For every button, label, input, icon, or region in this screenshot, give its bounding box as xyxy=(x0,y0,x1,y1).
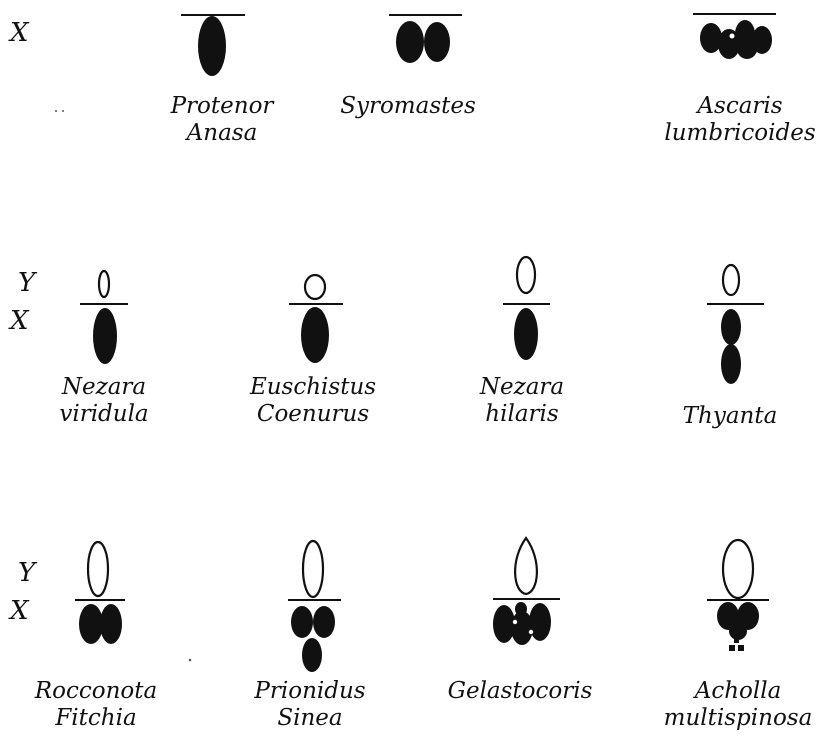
granule xyxy=(734,638,739,643)
figure-euschistus xyxy=(289,275,343,363)
caption-thyanta: Thyanta xyxy=(683,403,778,430)
y-chromosome xyxy=(723,540,753,598)
y-chromosome xyxy=(303,541,323,597)
caption-line: Nezara xyxy=(480,374,564,401)
x-chromosome xyxy=(752,26,772,54)
figure-gelastocoris xyxy=(493,538,560,645)
figure-protenor xyxy=(181,15,245,76)
figure-syromastes xyxy=(389,15,462,63)
caption-line: Syromastes xyxy=(340,93,476,120)
caption-nezara-viridula: Nezara viridula xyxy=(59,374,148,428)
y-chromosome xyxy=(517,257,535,293)
gap xyxy=(513,620,517,624)
x-chromosome xyxy=(79,604,103,644)
y-chromosome xyxy=(515,538,537,594)
caption-line: Fitchia xyxy=(35,705,157,732)
caption-line: Gelastocoris xyxy=(448,678,593,705)
caption-line: Acholla xyxy=(664,678,813,705)
caption-line: Sinea xyxy=(254,705,365,732)
caption-line: Prionidus xyxy=(254,678,365,705)
x-chromosome xyxy=(396,21,424,63)
figure-acholla xyxy=(707,540,769,651)
figure-thyanta xyxy=(707,265,764,384)
caption-syromastes: Syromastes xyxy=(340,93,476,120)
x-chromosome xyxy=(515,602,527,616)
speck xyxy=(189,659,192,662)
caption-line: Ascaris xyxy=(664,93,815,120)
x-chromosome xyxy=(313,606,335,638)
y-chromosome xyxy=(99,271,109,297)
caption-line: Euschistus xyxy=(250,374,376,401)
x-chromosome xyxy=(729,622,747,640)
caption-acholla: Acholla multispinosa xyxy=(664,678,813,732)
caption-line: lumbricoides xyxy=(664,120,815,147)
x-chromosome xyxy=(291,606,313,638)
granule xyxy=(738,645,744,651)
granule xyxy=(729,645,735,651)
x-chromosome xyxy=(302,638,322,672)
caption-line: Nezara xyxy=(59,374,148,401)
caption-prionidus: Prionidus Sinea xyxy=(254,678,365,732)
y-chromosome xyxy=(305,275,325,299)
x-chromosome xyxy=(424,22,450,62)
caption-protenor: Protenor Anasa xyxy=(171,93,274,147)
x-chromosome xyxy=(93,308,117,364)
caption-euschistus: Euschistus Coenurus xyxy=(250,374,376,428)
gap xyxy=(730,34,735,39)
figure-nezara-hilaris xyxy=(503,257,550,360)
caption-gelastocoris: Gelastocoris xyxy=(448,678,593,705)
speck xyxy=(55,110,57,112)
caption-line: Rocconota xyxy=(35,678,157,705)
y-chromosome xyxy=(88,542,108,596)
x-chromosome xyxy=(198,16,226,76)
caption-line: Coenurus xyxy=(250,401,376,428)
caption-line: Protenor xyxy=(171,93,274,120)
caption-rocconota: Rocconota Fitchia xyxy=(35,678,157,732)
caption-nezara-hilaris: Nezara hilaris xyxy=(480,374,564,428)
figure-prionidus xyxy=(288,541,341,672)
x-chromosome xyxy=(529,603,551,641)
x-chromosome xyxy=(514,308,538,360)
figure-ascaris xyxy=(693,14,776,59)
caption-line: hilaris xyxy=(480,401,564,428)
caption-line: viridula xyxy=(59,401,148,428)
caption-ascaris: Ascaris lumbricoides xyxy=(664,93,815,147)
caption-line: multispinosa xyxy=(664,705,813,732)
figure-nezara-viridula xyxy=(80,271,128,364)
x-chromosome xyxy=(721,309,741,345)
x-chromosome xyxy=(301,307,329,363)
speck xyxy=(62,110,64,112)
y-chromosome xyxy=(723,265,739,295)
figure-rocconota xyxy=(75,542,125,644)
caption-line: Anasa xyxy=(171,120,274,147)
caption-line: Thyanta xyxy=(683,403,778,430)
x-chromosome xyxy=(721,344,741,384)
x-chromosome xyxy=(100,604,122,644)
gap xyxy=(529,630,533,634)
